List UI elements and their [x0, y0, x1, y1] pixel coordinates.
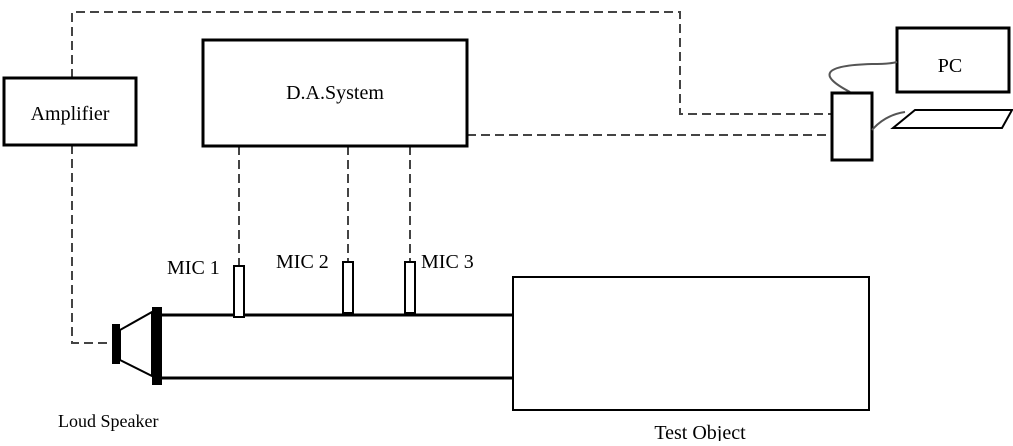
amplifier-box: Amplifier: [2, 76, 138, 147]
loud-speaker-label: Loud Speaker: [58, 411, 158, 431]
pc-monitor: PC: [895, 26, 1011, 94]
mic1-label: MIC 1: [167, 257, 220, 279]
amplifier-label: Amplifier: [31, 103, 110, 125]
test-object-box: [512, 276, 870, 411]
pc-tower: [830, 91, 874, 162]
impedance-tube: [162, 313, 513, 380]
loud-speaker: [112, 307, 162, 385]
signal-lines: [71, 11, 832, 344]
mic1-probe: [233, 265, 245, 318]
mic2-probe: [342, 261, 354, 314]
test-object-label: Test Object: [654, 422, 746, 441]
amp-to-pc-line: [71, 11, 832, 115]
pc-keyboard: [890, 109, 1013, 129]
mic2-label: MIC 2: [276, 251, 329, 273]
keyboard-cable: [871, 111, 906, 131]
mic3-label: MIC 3: [421, 251, 474, 273]
pc-cable: [828, 61, 898, 93]
mic3-probe: [404, 261, 416, 314]
pc-label: PC: [938, 55, 962, 77]
da-system-label: D.A.System: [286, 82, 384, 104]
da-system-box: D.A.System: [201, 38, 469, 148]
amp-to-speaker-line: [71, 145, 112, 344]
